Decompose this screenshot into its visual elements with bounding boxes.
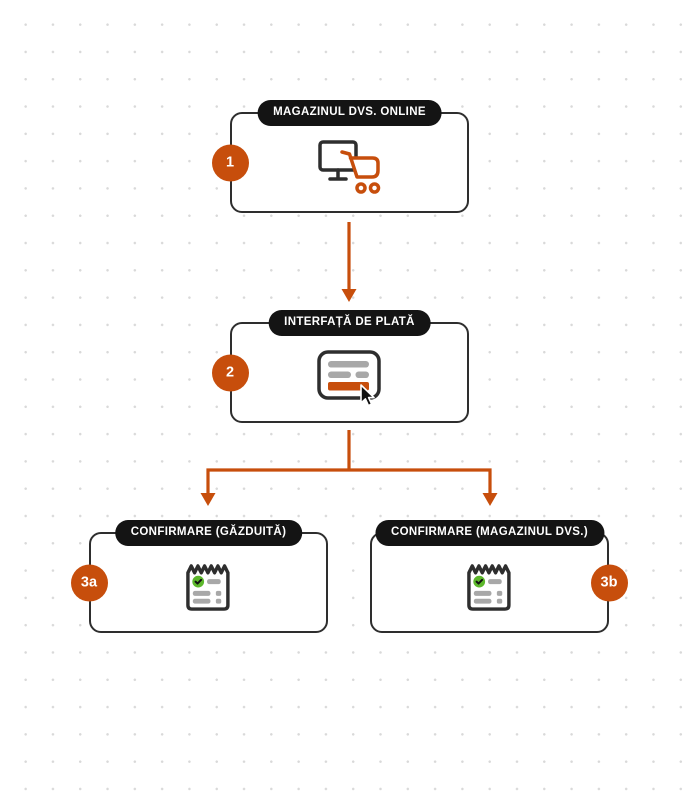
fork-connector xyxy=(206,430,492,494)
arrowhead-step2 xyxy=(341,289,357,302)
receipt-check-icon xyxy=(467,564,511,611)
pay-button-bar xyxy=(327,381,369,390)
node-interfata-plata: INTERFAȚĂ DE PLATĂ 2 xyxy=(211,310,469,423)
arrowhead-step3b xyxy=(482,493,498,506)
node-confirmare-magazin: CONFIRMARE (MAGAZINUL DVS.) 3b xyxy=(370,520,628,633)
cart-icon xyxy=(339,149,380,179)
node-magazinul-online: MAGAZINUL DVS. ONLINE 1 xyxy=(211,100,469,213)
node-label-pill: INTERFAȚĂ DE PLATĂ xyxy=(268,310,431,336)
node-label-pill: CONFIRMARE (MAGAZINUL DVS.) xyxy=(374,520,605,546)
receipt-check-icon xyxy=(186,564,230,611)
node-label-pill: MAGAZINUL DVS. ONLINE xyxy=(257,100,442,126)
storefront-cart-icon xyxy=(317,139,380,194)
step-badge-3a: 3a xyxy=(70,564,108,601)
node-confirmare-gazduita: CONFIRMARE (GĂZDUITĂ) 3a xyxy=(70,520,328,633)
payment-form-cursor-icon xyxy=(316,349,381,406)
step-badge-2: 2 xyxy=(211,354,249,391)
arrowhead-step3a xyxy=(200,493,216,506)
mouse-cursor-icon xyxy=(359,383,375,406)
step-badge-1: 1 xyxy=(211,144,249,181)
node-label-pill: CONFIRMARE (GĂZDUITĂ) xyxy=(114,520,303,546)
step-badge-3b: 3b xyxy=(590,564,628,601)
